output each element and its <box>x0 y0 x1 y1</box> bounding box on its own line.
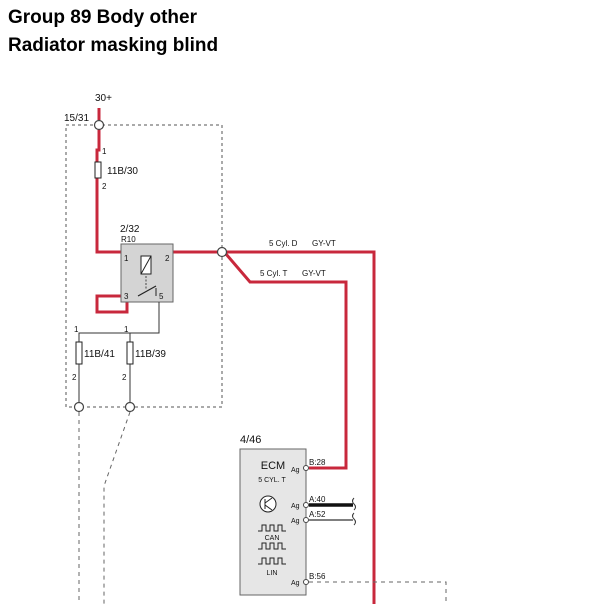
fuse-11b-41: 1 11B/41 2 <box>72 325 115 403</box>
page-subtitle: Radiator masking blind <box>8 35 219 56</box>
wire-harness <box>95 108 376 604</box>
ecm-lin-label: LIN <box>267 570 278 577</box>
supply-node <box>93 119 105 131</box>
connector-left <box>73 401 85 413</box>
relay-2-32: 2/32 R10 1 2 3 5 <box>120 224 174 303</box>
relay-id: 2/32 <box>120 224 140 235</box>
can-waveform-icon <box>258 524 286 550</box>
ecm-pin-b28: B:28 <box>309 458 326 467</box>
page-title: Group 89 Body other <box>8 7 197 28</box>
zone-label: 15/31 <box>64 113 89 124</box>
ecm-ag-3: Ag <box>291 518 300 525</box>
relay-pin3: 3 <box>124 292 129 301</box>
wire-relay-pin3-loop <box>95 294 129 314</box>
relay-switch-icon <box>137 285 157 297</box>
wire-d-label: 5 Cyl. D <box>269 239 298 248</box>
ecm-subtitle: 5 CYL. T <box>258 477 286 484</box>
connector-right <box>124 401 136 413</box>
wire-fuse-to-relay <box>95 126 121 254</box>
fuse-main-label: 11B/30 <box>107 166 138 177</box>
ecm-can-label: CAN <box>265 535 280 542</box>
wire-5cyl-d <box>226 250 376 604</box>
ecm-pin-a52: A:52 <box>309 510 326 519</box>
junction-node <box>216 246 228 258</box>
transistor-icon <box>259 495 277 513</box>
ecm-pin-a40: A:40 <box>309 495 326 504</box>
relay-ref: R10 <box>121 235 136 244</box>
fuse-right-pin1: 1 <box>124 325 129 334</box>
ecm-id: 4/46 <box>240 434 261 446</box>
wire-ecm-b56 <box>309 581 447 604</box>
zone-15-31-boundary <box>65 124 223 408</box>
ecm-title: ECM <box>261 460 285 472</box>
fuse-right-pin2: 2 <box>122 373 127 382</box>
fuse-right-label: 11B/39 <box>135 349 166 360</box>
wire-t-color: GY-VT <box>302 269 326 278</box>
ecm-pin-b56: B:56 <box>309 572 326 581</box>
ecm-4-46: 4/46 ECM 5 CYL. T CAN LIN Ag Ag Ag Ag B:… <box>239 434 326 596</box>
wire-d-color: GY-VT <box>312 239 336 248</box>
wire-5cyl-t <box>224 253 348 470</box>
ecm-ag-2: Ag <box>291 503 300 510</box>
ecm-ag-4: Ag <box>291 580 300 587</box>
fuse-left-label: 11B/41 <box>84 349 115 360</box>
fuse-main-pin2: 2 <box>102 182 107 191</box>
wire-relay-pin5 <box>78 302 160 342</box>
relay-pin2: 2 <box>165 254 170 263</box>
wire-t-label: 5 Cyl. T <box>260 269 288 278</box>
fuse-left-pin1: 1 <box>74 325 79 334</box>
fuse-left-pin2: 2 <box>72 373 77 382</box>
ecm-ag-1: Ag <box>291 467 300 474</box>
fuse-11b-39: 1 11B/39 2 <box>122 325 166 403</box>
relay-pin1: 1 <box>124 254 129 263</box>
supply-label: 30+ <box>95 93 112 104</box>
lin-waveform-icon <box>258 557 286 565</box>
continuation-lines <box>78 411 131 604</box>
relay-pin5: 5 <box>159 292 164 301</box>
fuse-11b-30: 1 2 11B/30 <box>94 147 138 191</box>
fuse-main-pin1: 1 <box>102 147 107 156</box>
ecm-body <box>239 448 307 596</box>
wire-break-symbols <box>352 497 356 526</box>
